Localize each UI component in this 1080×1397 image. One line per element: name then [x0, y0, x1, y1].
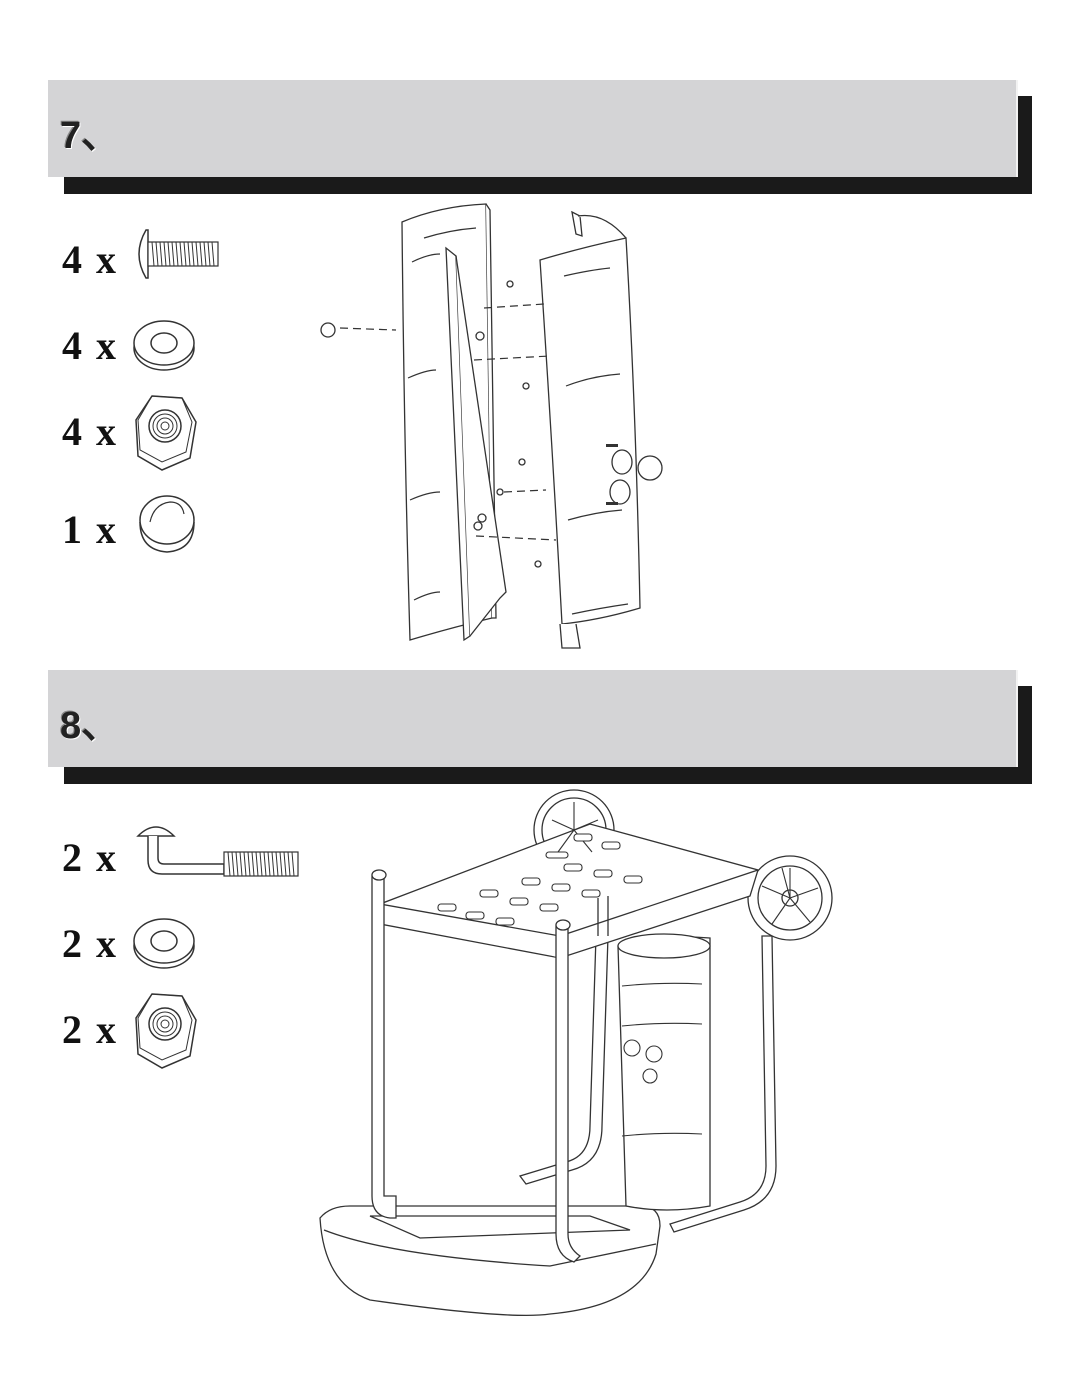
l-bolt-icon — [132, 820, 312, 884]
knob-cap-icon — [136, 492, 198, 556]
hardware-qty: 2 x — [62, 835, 118, 880]
hex-nut-icon — [132, 392, 198, 472]
step-number: 7、 — [60, 115, 120, 157]
banner-face: 8、 — [48, 670, 1018, 767]
washer-icon — [132, 318, 196, 372]
hardware-qty: 4 x — [62, 323, 118, 368]
bolt-icon — [132, 226, 224, 282]
hardware-qty: 4 x — [62, 409, 118, 454]
step-number: 8、 — [60, 705, 120, 747]
banner-face: 7、 — [48, 80, 1018, 177]
washer-icon — [132, 916, 196, 970]
step-7-banner: 7、 — [48, 80, 1032, 194]
step-8-banner: 8、 — [48, 670, 1032, 784]
hardware-qty: 2 x — [62, 921, 118, 966]
cylinder-assembly-drawing — [300, 200, 680, 660]
hardware-qty: 1 x — [62, 507, 118, 552]
hardware-qty: 4 x — [62, 237, 118, 282]
hardware-qty: 2 x — [62, 1007, 118, 1052]
cart-frame-drawing — [310, 786, 840, 1346]
hex-nut-icon — [132, 990, 198, 1070]
